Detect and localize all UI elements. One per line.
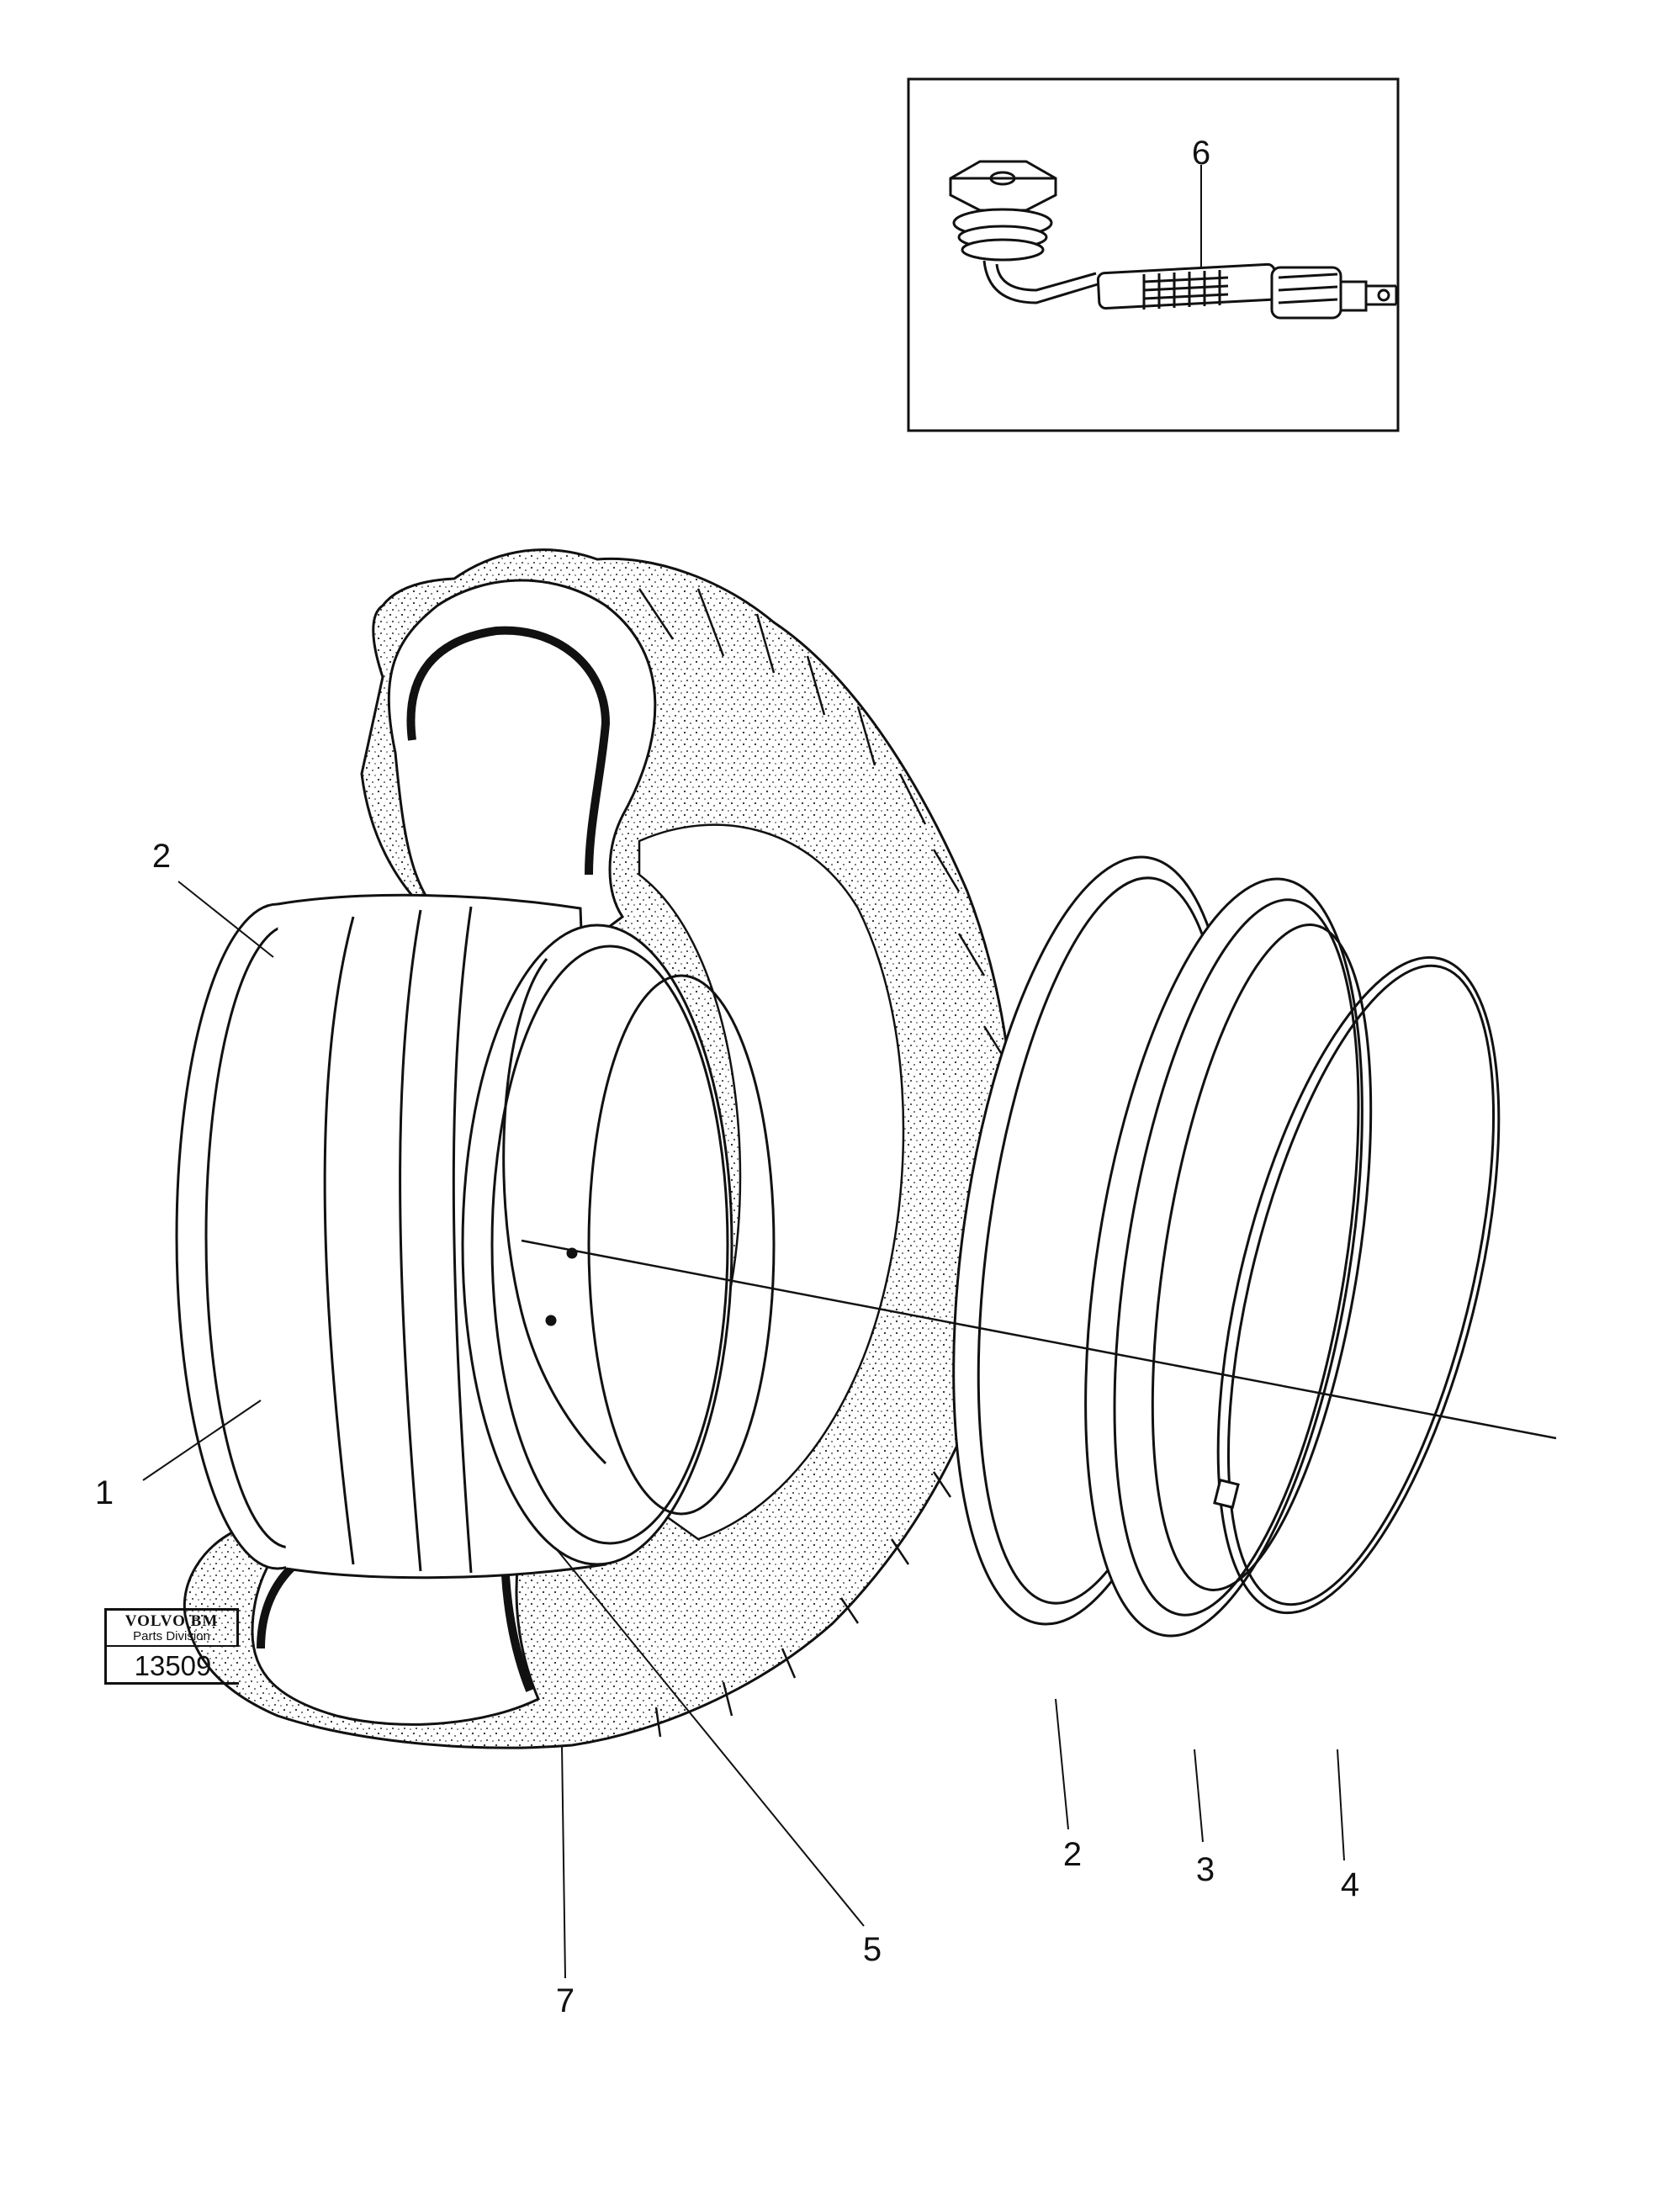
valve-icon — [949, 160, 1398, 320]
centre-axis — [521, 1239, 1557, 1440]
lock-ring — [1216, 955, 1501, 1615]
callout-5: 5 — [862, 1931, 882, 1968]
leader-2-right — [1055, 1698, 1069, 1830]
leader-2-left — [177, 881, 274, 958]
leader-3 — [1194, 1749, 1204, 1843]
drawing-number: 13509 — [104, 1647, 239, 1685]
leader-lines — [142, 881, 1345, 1979]
logo-brand: VOLVO BM — [124, 1612, 219, 1630]
leader-4 — [1337, 1749, 1345, 1861]
callout-6: 6 — [1191, 135, 1211, 172]
volvo-bm-logo: VOLVO BM Parts Division 13509 — [104, 1608, 239, 1685]
callout-2-ring: 2 — [1062, 1836, 1083, 1873]
callout-1: 1 — [94, 1474, 114, 1511]
rim-assembly — [175, 893, 776, 1580]
logo-division: Parts Division — [133, 1628, 210, 1643]
valve-inset — [907, 77, 1400, 432]
callout-4: 4 — [1340, 1866, 1360, 1903]
inset-frame — [907, 77, 1400, 432]
leader-7 — [561, 1744, 566, 1979]
callout-2-rim: 2 — [151, 838, 172, 875]
leader-5 — [554, 1547, 865, 1927]
callout-7: 7 — [555, 1982, 575, 2019]
exploded-rings — [952, 855, 1501, 1638]
rim-bore — [461, 923, 733, 1566]
leader-1 — [142, 1400, 262, 1481]
logo-header: VOLVO BM Parts Division — [104, 1608, 239, 1648]
callout-3: 3 — [1195, 1851, 1215, 1888]
